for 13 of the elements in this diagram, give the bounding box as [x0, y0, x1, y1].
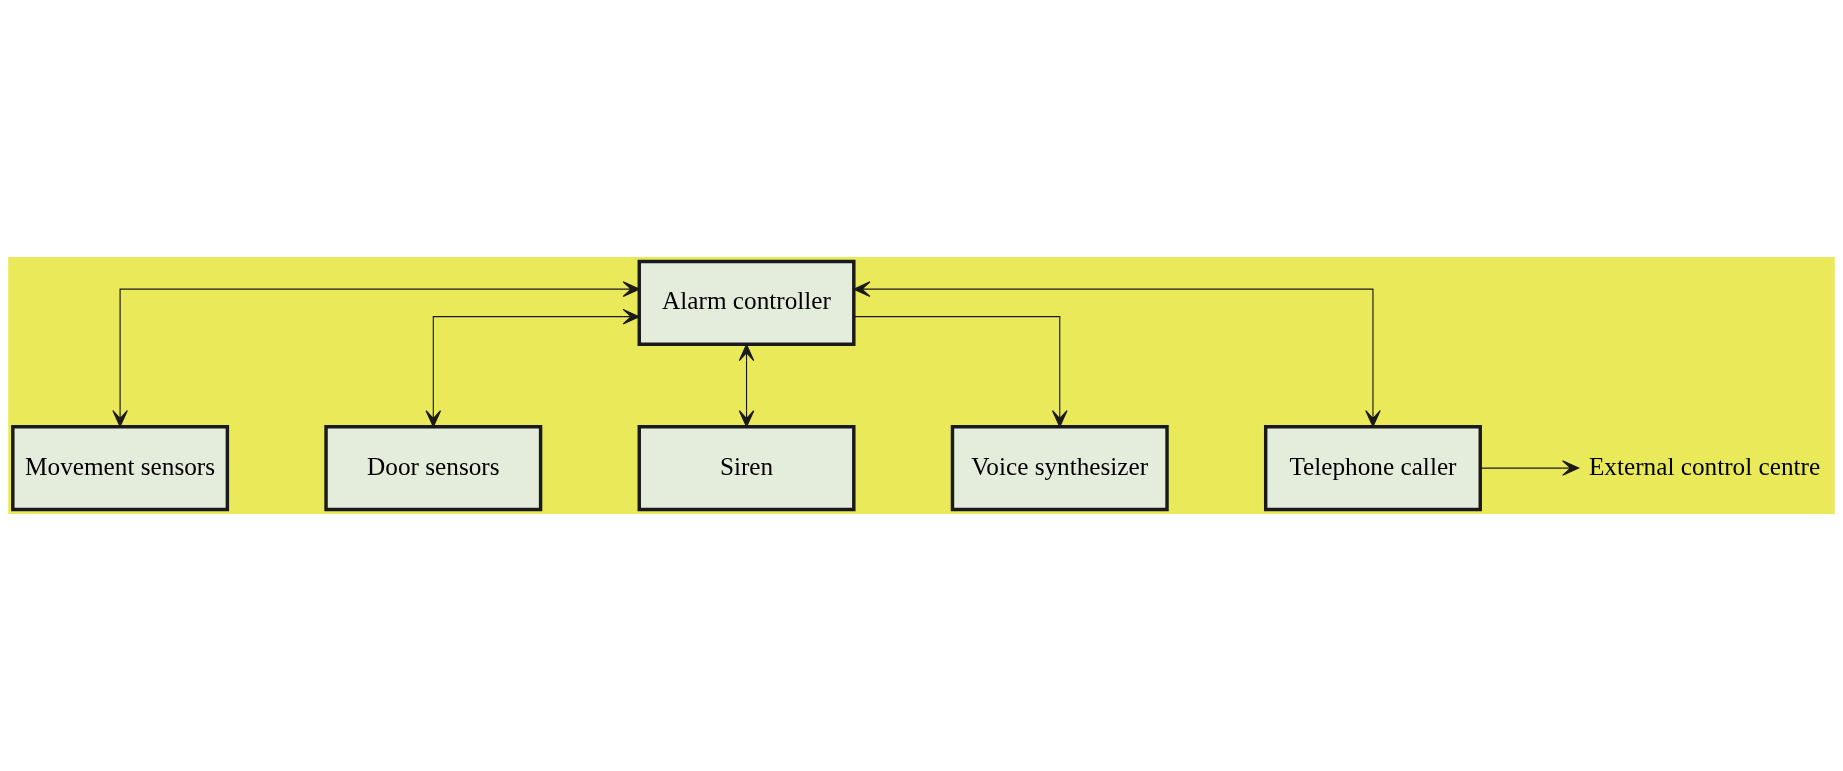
node-text: External control centre	[1588, 452, 1821, 480]
node-box: Door sensors	[324, 425, 543, 512]
node-box: Telephone caller	[1264, 425, 1482, 512]
arrow	[738, 344, 755, 428]
arrow	[112, 281, 640, 428]
node-box: Alarm controller	[637, 259, 856, 346]
node-box: Siren	[637, 425, 856, 512]
node-box: Movement sensors	[11, 425, 230, 512]
arrow	[853, 316, 1068, 428]
arrow	[853, 281, 1381, 428]
arrow	[425, 308, 640, 428]
arrow	[1480, 460, 1580, 476]
node-box: Voice synthesizer	[950, 425, 1169, 512]
